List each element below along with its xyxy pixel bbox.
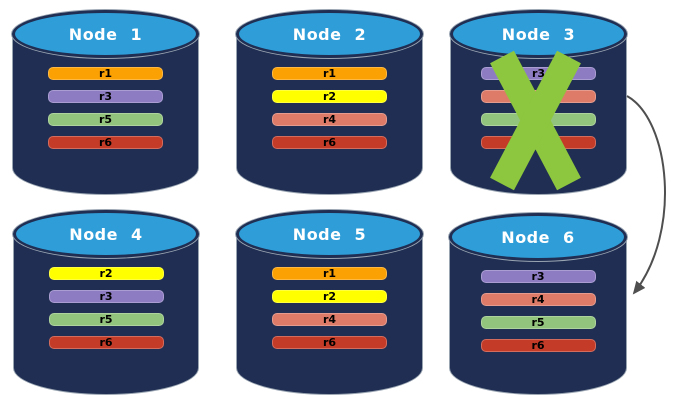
record-bar-r4: r4 (481, 90, 596, 103)
db-node-6: r3 r4 r5 r6 Node 6 (449, 213, 627, 395)
record-bar-r3: r3 (48, 290, 164, 303)
record-bars: r2 r3 r5 r6 (13, 267, 199, 349)
record-bar-r1: r1 (48, 67, 163, 80)
db-node-5: r1 r2 r4 r6 Node 5 (236, 210, 423, 395)
record-bars: r1 r3 r5 r6 (12, 67, 199, 149)
cylinder-top: Node 6 (449, 213, 627, 261)
node-title: Node 3 (501, 24, 576, 44)
record-label: r5 (531, 316, 545, 329)
record-bars: r1 r2 r4 r6 (236, 67, 423, 149)
record-bar-r3: r3 (480, 270, 596, 283)
cylinder-top: Node 4 (13, 210, 199, 258)
record-bar-r5: r5 (480, 316, 596, 329)
record-label: r5 (99, 313, 113, 326)
record-bars: r3 r4 r5 r6 (449, 270, 627, 352)
record-label: r2 (322, 290, 337, 303)
record-label: r3 (99, 290, 113, 303)
record-label: r6 (322, 136, 337, 149)
node-title: Node 2 (292, 24, 367, 44)
record-bar-r4: r4 (272, 313, 387, 326)
record-label: r4 (531, 90, 546, 103)
node-title: Node 6 (501, 227, 575, 247)
record-label: r6 (531, 339, 545, 352)
db-node-3: r3 r4 r5 r6 Node 3 (450, 10, 627, 195)
record-bar-r4: r4 (480, 293, 596, 306)
db-node-4: r2 r3 r5 r6 Node 4 (13, 210, 199, 395)
node-title: Node 4 (69, 224, 143, 244)
record-label: r6 (98, 136, 113, 149)
record-bar-r6: r6 (480, 339, 596, 352)
node-title: Node 1 (68, 24, 143, 44)
record-bar-r5: r5 (48, 313, 164, 326)
record-label: r5 (531, 113, 546, 126)
record-bar-r5: r5 (48, 113, 163, 126)
db-node-1: r1 r3 r5 r6 Node 1 (12, 10, 199, 195)
record-label: r6 (531, 136, 546, 149)
cylinder-top: Node 2 (236, 10, 423, 58)
record-label: r6 (99, 336, 113, 349)
record-label: r1 (98, 67, 113, 80)
record-bar-r1: r1 (272, 267, 387, 280)
record-bar-r6: r6 (48, 136, 163, 149)
record-bars: r3 r4 r5 r6 (450, 67, 627, 149)
db-node-2: r1 r2 r4 r6 Node 2 (236, 10, 423, 195)
record-label: r4 (322, 313, 337, 326)
record-bar-r2: r2 (272, 290, 387, 303)
record-label: r2 (322, 90, 337, 103)
record-label: r1 (322, 67, 337, 80)
cylinder-top: Node 5 (236, 210, 423, 258)
record-bar-r4: r4 (272, 113, 387, 126)
record-bar-r6: r6 (272, 136, 387, 149)
record-label: r3 (98, 90, 113, 103)
record-bar-r2: r2 (272, 90, 387, 103)
record-label: r6 (322, 336, 337, 349)
record-label: r4 (322, 113, 337, 126)
record-bar-r5: r5 (481, 113, 596, 126)
record-label: r3 (531, 67, 546, 80)
record-bar-r6: r6 (48, 336, 164, 349)
record-bar-r3: r3 (48, 90, 163, 103)
node-title: Node 5 (292, 224, 367, 244)
replication-arrow (626, 95, 666, 295)
record-bar-r2: r2 (48, 267, 164, 280)
cylinder-top: Node 3 (450, 10, 627, 58)
record-label: r2 (99, 267, 113, 280)
record-bar-r1: r1 (272, 67, 387, 80)
record-label: r1 (322, 267, 337, 280)
cylinder-top: Node 1 (12, 10, 199, 58)
record-bar-r6: r6 (272, 336, 387, 349)
record-label: r5 (98, 113, 113, 126)
record-bar-r6: r6 (481, 136, 596, 149)
record-label: r4 (531, 293, 545, 306)
record-bars: r1 r2 r4 r6 (236, 267, 423, 349)
record-bar-r3: r3 (481, 67, 596, 80)
record-label: r3 (531, 270, 545, 283)
